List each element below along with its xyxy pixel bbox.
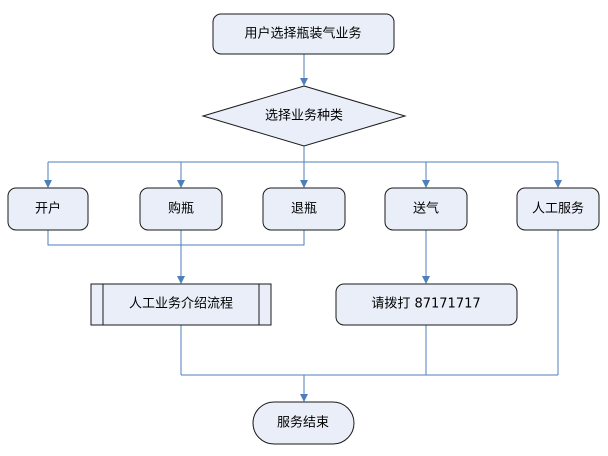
node-end: 服务结束 — [252, 401, 355, 445]
node-manual-process-label: 人工业务介绍流程 — [129, 296, 233, 312]
node-end-label: 服务结束 — [277, 415, 329, 431]
connectors — [44, 54, 562, 402]
node-buy-bottle: 购瓶 — [139, 187, 223, 231]
edge-merge-to-manual-process — [47, 230, 305, 246]
node-deliver-gas-label: 送气 — [413, 201, 439, 217]
node-open-account: 开户 — [7, 187, 89, 231]
node-deliver-gas: 送气 — [384, 187, 468, 231]
node-call-number: 请拨打 87171717 — [335, 283, 518, 326]
node-decision: 选择业务种类 — [201, 85, 407, 147]
node-start: 用户选择瓶装气业务 — [212, 13, 395, 55]
node-manual-service: 人工服务 — [516, 187, 600, 231]
node-return-bottle-label: 退瓶 — [291, 202, 317, 217]
node-decision-label: 选择业务种类 — [265, 108, 343, 124]
node-manual-service-label: 人工服务 — [532, 201, 584, 217]
node-manual-process: 人工业务介绍流程 — [90, 283, 272, 326]
node-return-bottle: 退瓶 — [262, 187, 346, 231]
node-open-account-label: 开户 — [35, 201, 61, 217]
node-call-number-label: 请拨打 87171717 — [371, 297, 480, 312]
node-buy-bottle-label: 购瓶 — [168, 201, 194, 217]
node-start-label: 用户选择瓶装气业务 — [244, 26, 361, 42]
